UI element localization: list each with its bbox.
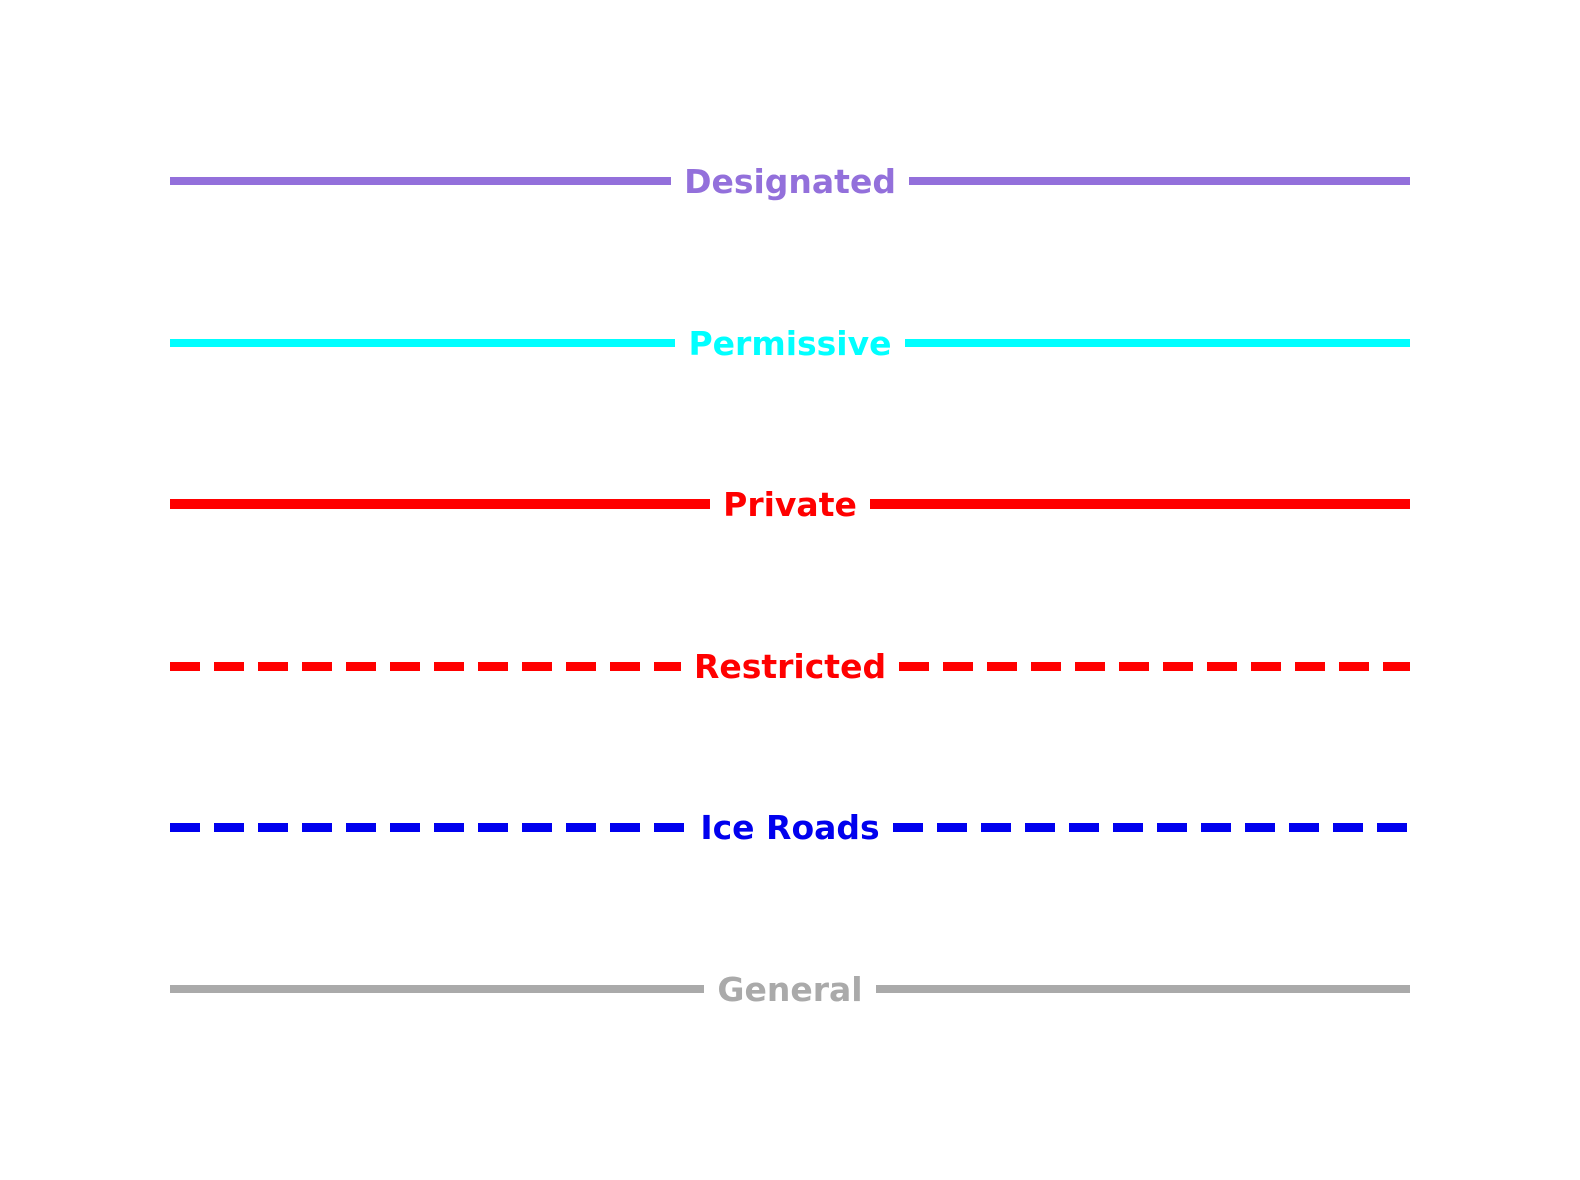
legend-line-right <box>899 661 1411 671</box>
legend-row-restricted: Restricted <box>170 634 1411 698</box>
legend-label-restricted: Restricted <box>693 646 887 686</box>
legend-row-permissive: Permissive <box>170 311 1410 375</box>
legend-line-left <box>170 339 676 347</box>
legend-line-left <box>170 661 681 671</box>
legend-line-left <box>170 985 705 993</box>
legend-label-ice-roads: Ice Roads <box>700 807 880 847</box>
legend-line-right <box>904 339 1410 347</box>
legend-line-right <box>908 177 1411 185</box>
legend-row-designated: Designated <box>170 149 1411 213</box>
legend-label-permissive: Permissive <box>688 323 892 363</box>
legend-row-general: General <box>170 957 1411 1021</box>
legend-line-left <box>170 177 672 185</box>
legend-label-general: General <box>717 969 863 1009</box>
legend-label-private: Private <box>723 484 857 524</box>
legend-line-right <box>869 499 1410 509</box>
legend-line-right <box>875 985 1411 993</box>
legend-line-left <box>170 499 711 509</box>
legend-line-left <box>170 822 688 832</box>
legend-label-designated: Designated <box>684 161 896 201</box>
legend-row-private: Private <box>170 472 1410 536</box>
legend-line-right <box>892 822 1411 832</box>
legend-row-ice-roads: Ice Roads <box>170 795 1411 859</box>
